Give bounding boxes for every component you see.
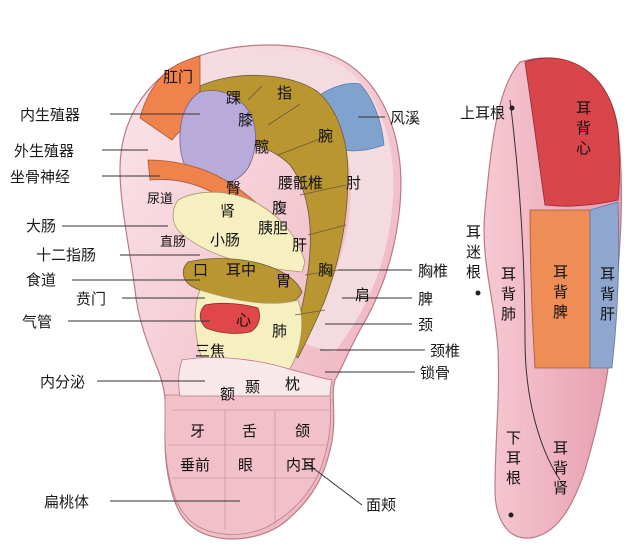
inner-eye: 眼: [238, 456, 253, 474]
back-liver-zone: [589, 201, 620, 369]
antihelix-segments: [247, 85, 347, 316]
inner-anus-1: 肛门: [163, 68, 193, 86]
inner-temple: 颞: [245, 378, 260, 396]
label-trachea: 气管: [22, 313, 52, 331]
antihelix-region: [199, 74, 349, 359]
inner-mouth: 口: [193, 261, 208, 279]
label-neck: 颈: [418, 316, 433, 334]
label-external-genital: 外生殖器: [14, 142, 74, 160]
inner-ankle: 踝: [226, 89, 241, 107]
inner-pancreas-gallbladder: 胰胆: [258, 219, 288, 237]
inner-buttock: 臀: [226, 179, 241, 197]
inner-kidney: 肾: [220, 202, 235, 220]
heart-zone: [199, 302, 260, 334]
inner-tooth: 牙: [190, 422, 205, 440]
back-groove: [509, 99, 561, 481]
inner-triple-energizer: 三焦: [195, 342, 225, 360]
label-tonsil: 扁桃体: [44, 493, 89, 511]
label-duodenum: 十二指肠: [36, 246, 96, 264]
inner-chest: 胸: [318, 261, 333, 279]
back-ear: [483, 57, 623, 539]
inner-knee: 膝: [238, 111, 253, 129]
inner-forehead: 额: [220, 385, 235, 403]
label-thoracic-vertebrae: 胸椎: [418, 262, 448, 280]
inner-labels: 肛门 指 踝 膝 髋 腕 臀 腰骶椎 肘 尿道 肾 腹 直肠 小肠 胰胆 肝 耳…: [147, 68, 370, 474]
inner-occiput: 枕: [285, 375, 300, 393]
inner-ear-center: 耳中: [226, 261, 256, 279]
inner-finger: 指: [277, 84, 292, 102]
inner-anterior-lobe: 垂前: [180, 456, 210, 474]
inner-hip: 髋: [254, 138, 269, 156]
label-large-intestine: 大肠: [26, 217, 56, 235]
cymba-concha: [172, 191, 306, 273]
lower-root-dot: [508, 512, 514, 518]
vagus-root-dot: [475, 290, 481, 296]
lobe-grid: [168, 409, 330, 530]
leader-lines: [62, 113, 425, 506]
label-cardia: 贲门: [76, 290, 106, 308]
inner-small-intestine: 小肠: [210, 231, 240, 249]
inner-lumbosacral: 腰骶椎: [278, 174, 323, 192]
inner-tongue: 舌: [242, 422, 257, 440]
inner-wrist: 腕: [318, 127, 333, 145]
label-spleen: 脾: [418, 290, 433, 308]
back-heart-zone: [524, 57, 620, 207]
inner-liver: 肝: [292, 236, 307, 254]
upper-root-dot: [509, 105, 515, 111]
inner-elbow: 肘: [346, 174, 361, 192]
front-ear: [119, 44, 402, 540]
label-esophagus: 食道: [26, 271, 56, 289]
label-sciatic-nerve: 坐骨神经: [10, 168, 70, 186]
label-endocrine: 内分泌: [40, 373, 85, 391]
inner-shoulder: 肩: [355, 286, 370, 304]
inner-lung: 肺: [272, 322, 287, 340]
inner-jaw: 颌: [295, 422, 310, 440]
label-cervical-vertebrae: 颈椎: [430, 342, 460, 360]
inner-inner-ear: 内耳: [286, 456, 316, 474]
label-clavicle: 锁骨: [420, 364, 450, 382]
back-spleen-zone: [529, 209, 591, 369]
inner-stomach: 胃: [276, 272, 291, 290]
inner-heart: 心: [236, 311, 251, 329]
inner-rectum: 直肠: [160, 235, 186, 250]
inner-urethra: 尿道: [147, 192, 173, 207]
antitragus: [178, 357, 333, 397]
label-internal-genital: 内生殖器: [20, 106, 80, 124]
label-cheek: 面颊: [366, 496, 396, 514]
label-upper-ear-root: 上耳根: [460, 104, 505, 122]
inner-abdomen: 腹: [272, 199, 287, 217]
label-fengxi: 风溪: [390, 109, 420, 127]
